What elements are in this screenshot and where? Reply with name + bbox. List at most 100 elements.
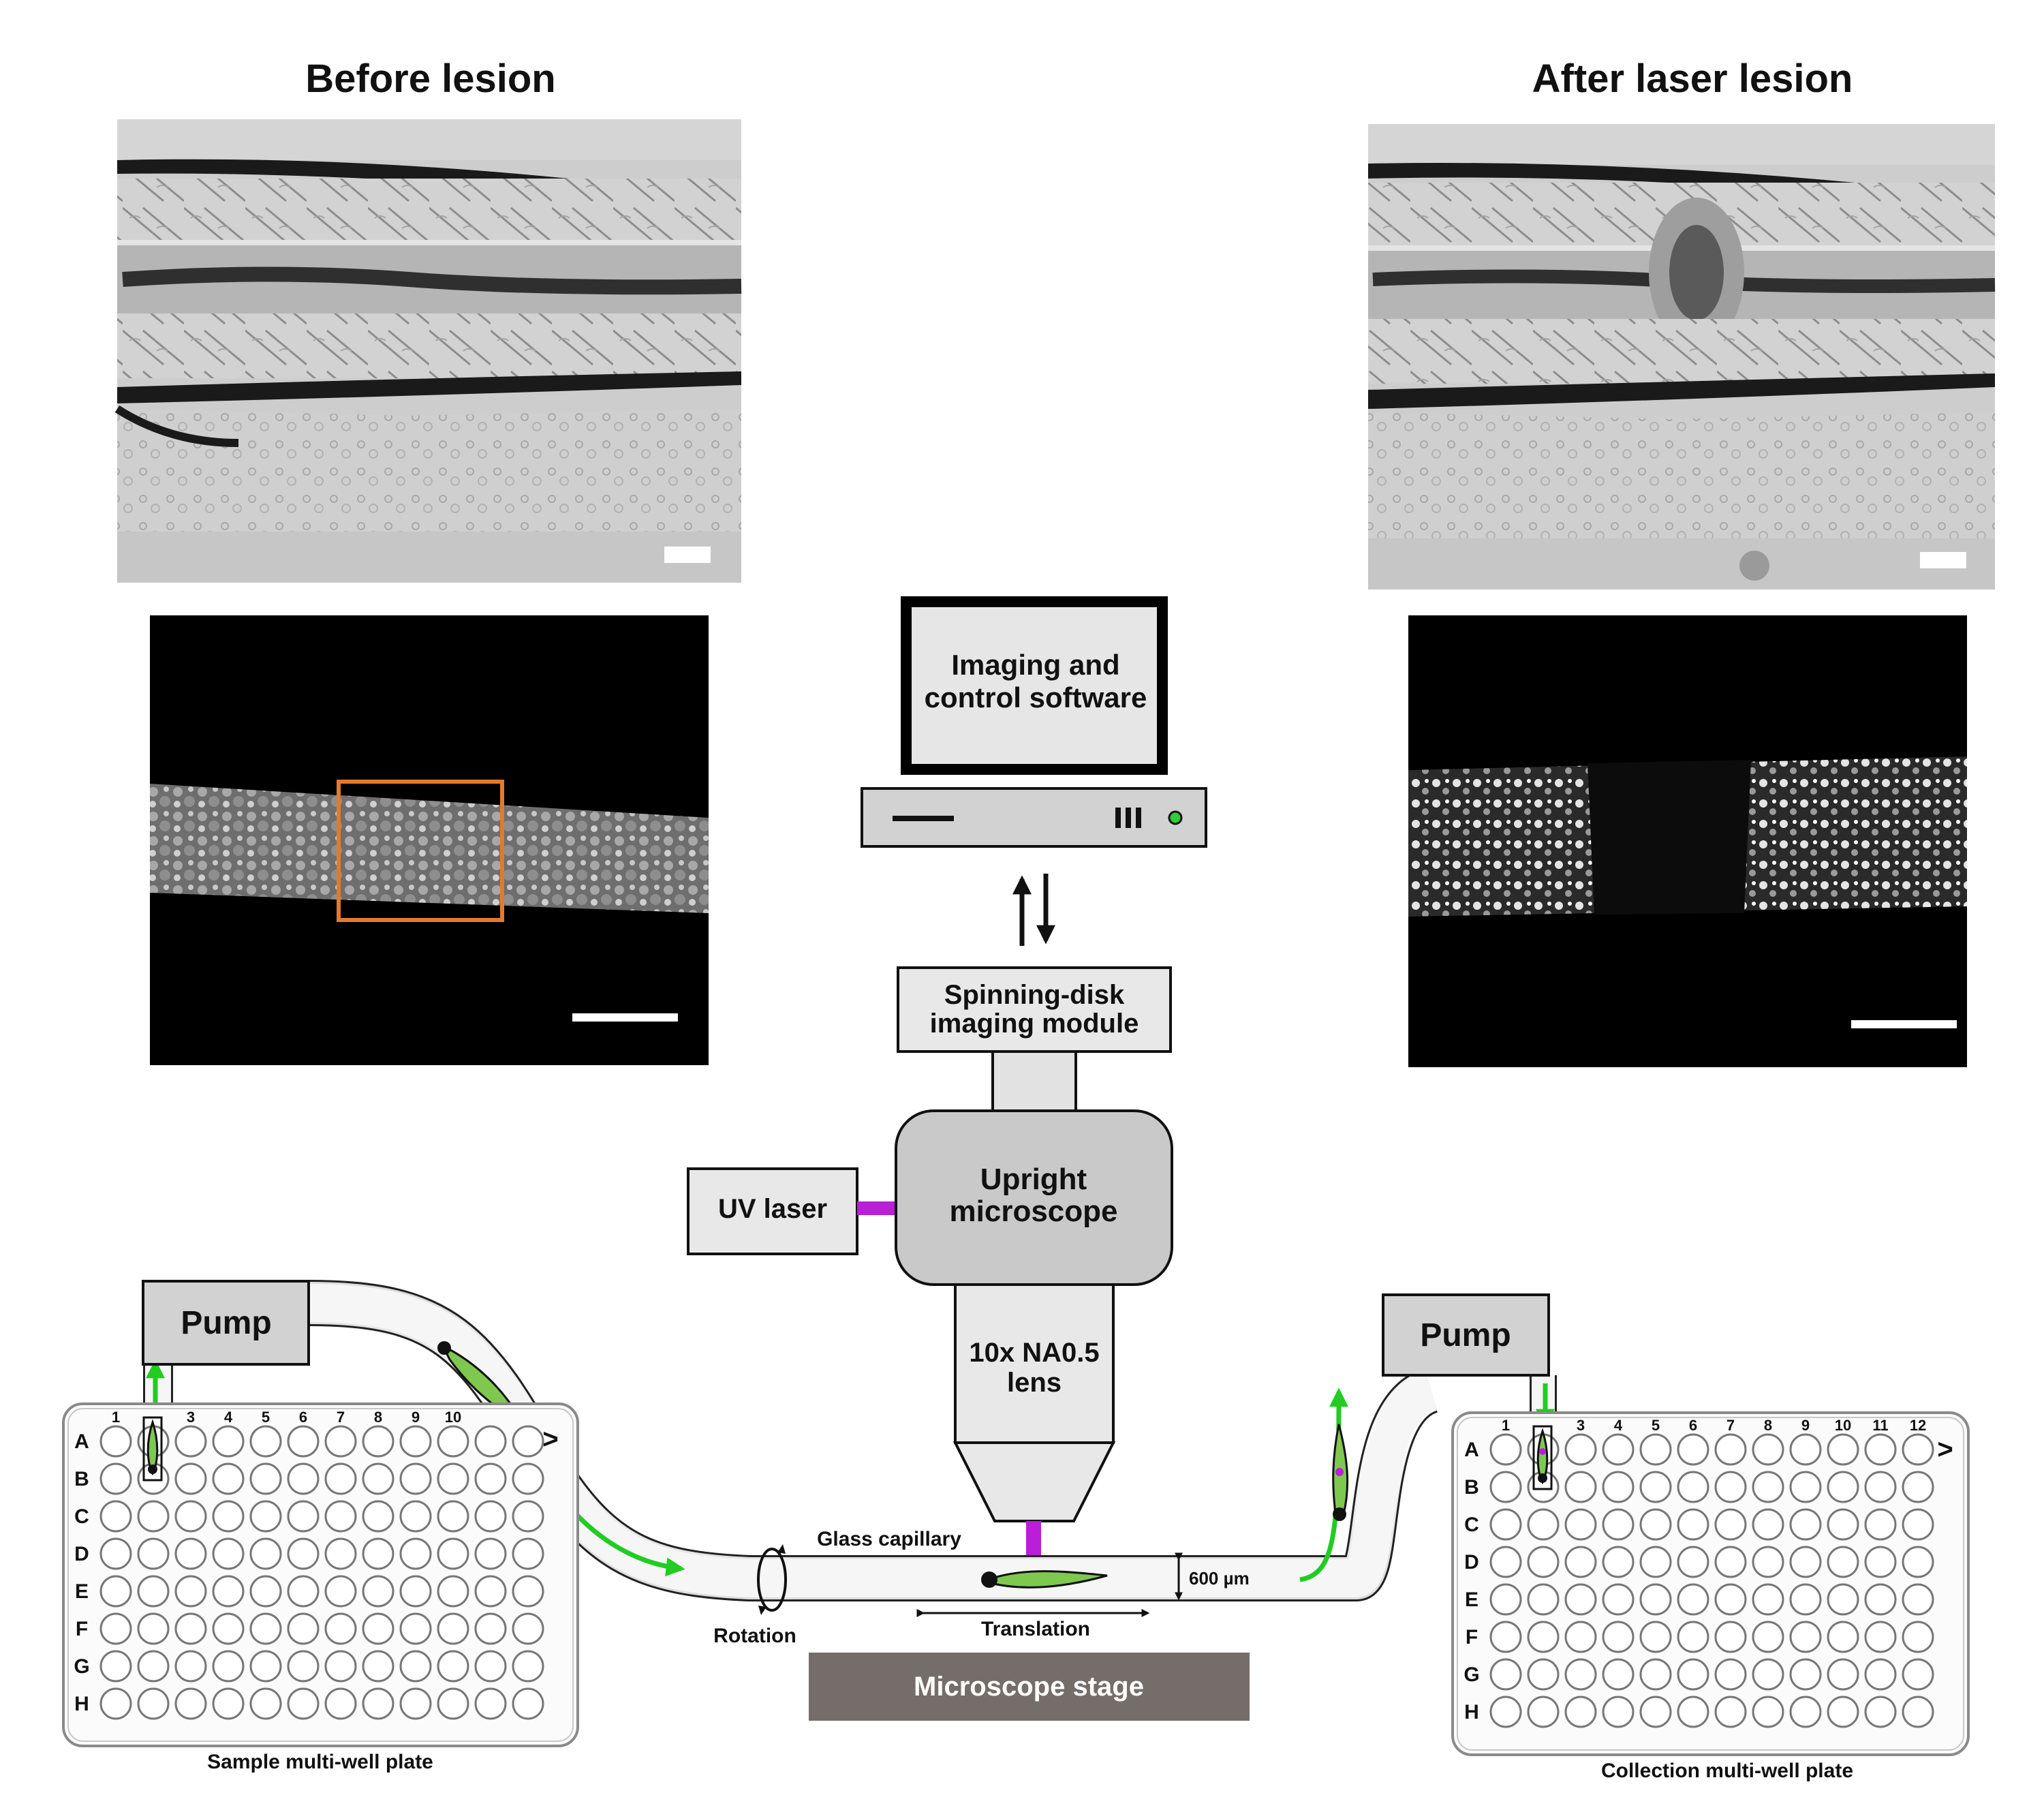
collection-plate-well xyxy=(1564,1471,1597,1503)
collection-plate-well xyxy=(1827,1696,1859,1728)
sample-plate-well xyxy=(99,1575,132,1608)
collection-plate-well xyxy=(1564,1508,1597,1541)
sample-plate-well xyxy=(362,1687,394,1720)
collection-plate-well xyxy=(1602,1508,1635,1541)
brightfield-image-after xyxy=(1368,124,1996,589)
sample-plate-well xyxy=(324,1650,357,1683)
sample-plate-well xyxy=(287,1537,320,1570)
collection-plate-well xyxy=(1752,1508,1784,1541)
collection-plate-well xyxy=(1489,1546,1522,1578)
collection-plate-well xyxy=(1902,1508,1934,1541)
collection-plate-well xyxy=(1564,1621,1597,1653)
before-lesion-title: Before lesion xyxy=(305,57,555,101)
collection-plate-column-label: 6 xyxy=(1689,1417,1697,1434)
sample-plate-well xyxy=(437,1425,469,1458)
collection-plate-well xyxy=(1902,1583,1934,1616)
collection-plate-well xyxy=(1527,1658,1560,1691)
sample-plate-well xyxy=(287,1575,320,1608)
sample-plate-well xyxy=(99,1425,132,1458)
sample-plate-well xyxy=(474,1462,507,1495)
collection-plate-row-label: H xyxy=(1464,1701,1479,1723)
sample-plate-well xyxy=(437,1500,469,1533)
collection-plate-well xyxy=(1789,1658,1822,1691)
collection-plate-column-label: 11 xyxy=(1872,1417,1888,1434)
collection-plate-row-label: C xyxy=(1464,1514,1479,1536)
sample-plate-well xyxy=(249,1687,282,1720)
sample-plate-well xyxy=(362,1462,394,1495)
collection-plate-well xyxy=(1677,1583,1709,1616)
collection-plate-well xyxy=(1639,1508,1672,1541)
sample-plate-well xyxy=(137,1500,170,1533)
sample-plate-well xyxy=(512,1462,544,1495)
larva-rising-icon xyxy=(1332,1424,1349,1521)
pump-right-label: Pump xyxy=(1420,1317,1511,1353)
collection-plate-well xyxy=(1864,1433,1897,1466)
sample-plate-row-label: H xyxy=(74,1693,89,1715)
collection-plate-well xyxy=(1489,1621,1522,1653)
sample-plate-well xyxy=(99,1612,132,1645)
collection-plate-well xyxy=(1639,1583,1672,1616)
collection-plate-well xyxy=(1827,1471,1859,1503)
sample-plate-well xyxy=(324,1612,357,1645)
sample-plate-well xyxy=(399,1612,432,1645)
collection-plate-well xyxy=(1752,1696,1784,1728)
sample-plate-well xyxy=(249,1612,282,1645)
sample-plate-well xyxy=(287,1425,320,1458)
collection-plate-well xyxy=(1677,1696,1709,1728)
sample-plate-well xyxy=(512,1612,544,1645)
collection-plate-well xyxy=(1564,1546,1597,1578)
collection-plate-column-label: 9 xyxy=(1801,1417,1810,1434)
collection-plate-well xyxy=(1677,1621,1709,1653)
sample-plate-column-label: 4 xyxy=(224,1409,233,1426)
microscope-stage: Microscope stage xyxy=(809,1653,1250,1721)
collection-plate-well xyxy=(1677,1658,1709,1691)
fluorescence-image-before xyxy=(150,615,709,1065)
upright-microscope: Upright microscope xyxy=(895,1109,1173,1286)
collection-plate-well xyxy=(1827,1508,1859,1541)
sample-plate-well xyxy=(174,1425,207,1458)
collection-plate-well xyxy=(1489,1696,1522,1728)
sample-plate-well xyxy=(174,1650,207,1683)
sample-plate-well xyxy=(362,1425,394,1458)
collection-plate-well xyxy=(1827,1433,1859,1466)
collection-plate-row-label: B xyxy=(1464,1476,1479,1499)
sample-plate-well xyxy=(474,1575,507,1608)
data-exchange-arrows-icon xyxy=(1012,874,1055,946)
collection-plate-well xyxy=(1714,1546,1747,1578)
collection-plate-well xyxy=(1639,1433,1672,1466)
sample-plate-well xyxy=(249,1462,282,1495)
sample-plate-column-label: 9 xyxy=(412,1409,420,1426)
collection-plate-well xyxy=(1602,1658,1635,1691)
sample-plate-well xyxy=(212,1687,245,1720)
pump-right: Pump xyxy=(1382,1293,1550,1377)
sample-plate-well xyxy=(99,1500,132,1533)
collection-plate-caption: Collection multi-well plate xyxy=(1601,1760,1853,1782)
collection-plate-column-label: 10 xyxy=(1835,1417,1851,1434)
lens-line1: 10x NA0.5 xyxy=(969,1338,1099,1368)
sample-plate-well xyxy=(174,1687,207,1720)
collection-plate-well xyxy=(1789,1583,1822,1616)
sample-plate-well xyxy=(362,1650,394,1683)
collection-plate-well xyxy=(1789,1696,1822,1728)
collection-plate-column-label: 5 xyxy=(1652,1417,1660,1434)
sample-plate-column-label: 8 xyxy=(374,1409,382,1426)
sample-plate-well xyxy=(174,1462,207,1495)
sample-plate-column-label: 10 xyxy=(445,1409,461,1426)
collection-plate-well xyxy=(1564,1583,1597,1616)
sample-plate-well xyxy=(287,1650,320,1683)
sample-plate-well xyxy=(512,1575,544,1608)
sample-plate-well xyxy=(137,1612,170,1645)
computer-label-line1: Imaging and xyxy=(951,649,1119,681)
sample-plate-well xyxy=(474,1687,507,1720)
sample-plate-well xyxy=(512,1500,544,1533)
sample-plate-well xyxy=(399,1425,432,1458)
sample-plate-well xyxy=(212,1425,245,1458)
collection-plate-well xyxy=(1827,1621,1859,1653)
collection-plate-well xyxy=(1489,1508,1522,1541)
collection-plate-well xyxy=(1602,1433,1635,1466)
collection-plate-well xyxy=(1564,1433,1597,1466)
collection-plate-column-label: 4 xyxy=(1614,1417,1623,1434)
